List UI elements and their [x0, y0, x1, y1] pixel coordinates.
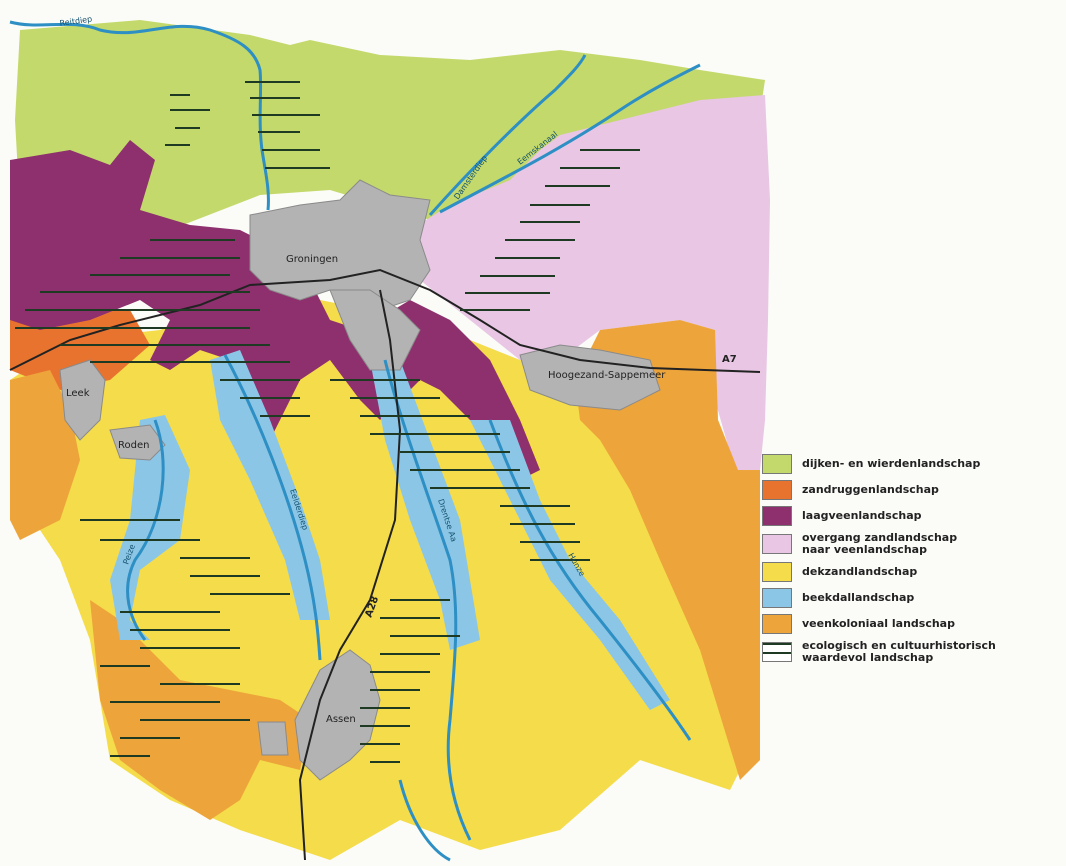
urban-leek — [59, 359, 106, 441]
place-label-assen: Assen — [326, 714, 356, 725]
valley-eelderdiep — [210, 350, 330, 620]
map-legend: dijken- en wierdenlandschap zandruggenla… — [762, 454, 1062, 670]
road-label-a7: A7 — [722, 354, 737, 365]
legend-swatch — [762, 588, 792, 608]
legend-label: veenkoloniaal landschap — [802, 617, 955, 630]
legend-item: dijken- en wierdenlandschap — [762, 454, 1062, 474]
river-hunze — [488, 419, 692, 741]
region-dijken-wierden — [15, 20, 765, 250]
river-eelderdiep — [223, 354, 322, 661]
valuable-landscape-hatching — [15, 81, 640, 763]
legend-label: ecologisch en cultuurhistorisch waardevo… — [802, 639, 996, 664]
legend-item: zandruggenlandschap — [762, 480, 1062, 500]
legend-item: dekzandlandschap — [762, 562, 1062, 582]
urban-assen — [294, 649, 381, 781]
river-peize — [126, 419, 165, 641]
legend-label: overgang zandlandschap naar veenlandscha… — [802, 531, 958, 556]
legend-swatch — [762, 480, 792, 500]
river-south — [398, 719, 472, 862]
region-overgang — [410, 95, 770, 470]
region-veenkoloniaal-east — [575, 320, 760, 780]
urban-areas — [59, 179, 661, 781]
legend-item: laagveenlandschap — [762, 506, 1062, 526]
legend-swatch-hatched — [762, 642, 792, 662]
place-label-roden: Roden — [118, 440, 149, 451]
legend-item: overgang zandlandschap naar veenlandscha… — [762, 532, 1062, 556]
river-damsterdiep — [428, 54, 587, 216]
urban-groningen-south — [329, 289, 421, 371]
legend-label: dijken- en wierdenlandschap — [802, 457, 981, 470]
legend-label: laagveenlandschap — [802, 509, 922, 522]
place-label-groningen: Groningen — [286, 254, 338, 265]
legend-swatch — [762, 614, 792, 634]
legend-swatch — [762, 534, 792, 554]
legend-item: ecologisch en cultuurhistorisch waardevo… — [762, 640, 1062, 664]
legend-swatch — [762, 506, 792, 526]
place-label-hoogezand: Hoogezand-Sappemeer — [548, 370, 666, 381]
legend-label: beekdallandschap — [802, 591, 915, 604]
legend-item: veenkoloniaal landschap — [762, 614, 1062, 634]
roads — [9, 268, 761, 861]
urban-roden — [109, 424, 166, 461]
legend-item: beekdallandschap — [762, 588, 1062, 608]
urban-hoogezand — [519, 344, 661, 411]
road-a7 — [9, 268, 761, 373]
region-veenkoloniaal-south — [90, 600, 310, 820]
region-laagveen — [10, 140, 540, 480]
road-a28 — [298, 289, 402, 861]
urban-assen-west — [257, 721, 289, 756]
region-veenkoloniaal-west — [10, 370, 80, 540]
legend-swatch — [762, 562, 792, 582]
legend-label: dekzandlandschap — [802, 565, 918, 578]
rivers — [9, 20, 701, 862]
legend-label: zandruggenlandschap — [802, 483, 939, 496]
river-eemskanaal — [439, 63, 701, 214]
place-label-leek: Leek — [66, 388, 90, 399]
valley-peize — [110, 415, 190, 640]
legend-swatch — [762, 454, 792, 474]
